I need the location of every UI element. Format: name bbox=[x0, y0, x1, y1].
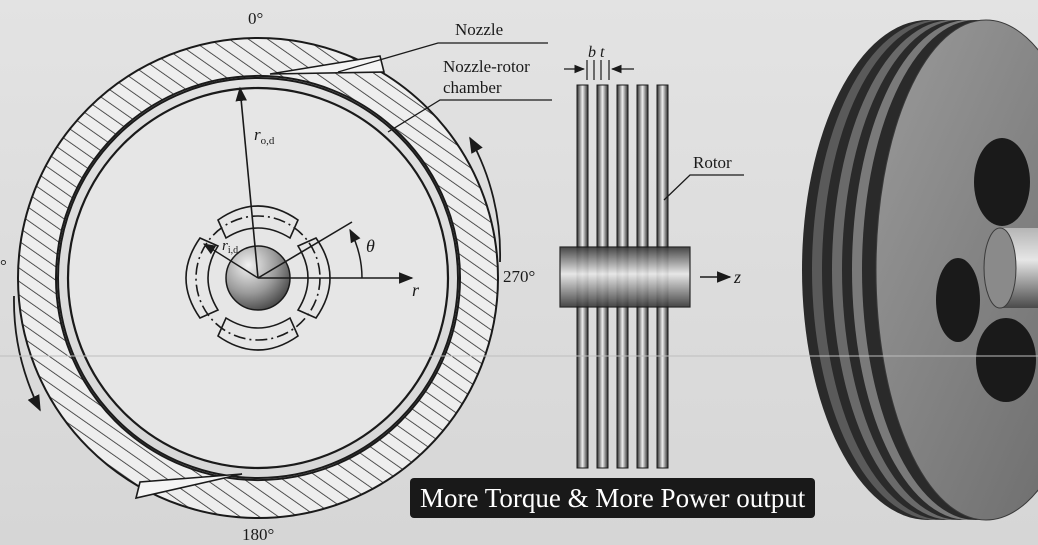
rotation-arrow-right bbox=[469, 136, 501, 263]
exhaust-port-left bbox=[936, 258, 980, 342]
nozzle-bottom bbox=[134, 473, 243, 500]
nozzle-top bbox=[269, 55, 386, 75]
video-caption: More Torque & More Power output bbox=[410, 478, 816, 518]
theta-arc bbox=[349, 228, 363, 279]
outer-radius-label: ro,d bbox=[254, 125, 275, 147]
nozzle-rotor-chamber-ring bbox=[57, 77, 459, 479]
exhaust-port-lower bbox=[976, 318, 1036, 402]
angle-180-label: 180° bbox=[242, 525, 274, 544]
cross-section-view: 0° 180° 270° ° Nozzle Nozzle-rotor chamb… bbox=[0, 9, 552, 544]
rotation-arrow-left bbox=[13, 295, 41, 412]
chamber-callout bbox=[387, 99, 552, 133]
rotor-callout bbox=[663, 174, 744, 201]
angle-90-fragment: ° bbox=[0, 256, 7, 275]
exhaust-port-upper bbox=[974, 138, 1030, 226]
angle-0-label: 0° bbox=[248, 9, 263, 28]
inner-radius-line bbox=[202, 243, 259, 279]
t-label: t bbox=[600, 44, 605, 61]
gap-dimension bbox=[564, 60, 634, 80]
theta-label: θ bbox=[366, 236, 375, 256]
rotor-side-view: z Rotor b t bbox=[559, 44, 744, 469]
inner-radius-label: ri,d bbox=[222, 238, 238, 256]
b-label: b bbox=[588, 44, 596, 61]
chamber-label-line2: chamber bbox=[443, 78, 502, 97]
rotor-label: Rotor bbox=[693, 153, 732, 172]
outer-radius-line bbox=[235, 86, 259, 279]
r-axis-label: r bbox=[412, 280, 420, 300]
nozzle-callout bbox=[337, 42, 548, 73]
angle-270-label: 270° bbox=[503, 267, 535, 286]
chamber-label-line1: Nozzle-rotor bbox=[443, 57, 530, 76]
theta-line bbox=[257, 221, 353, 279]
turbine-3d-render bbox=[802, 19, 1038, 521]
z-axis-label: z bbox=[733, 267, 741, 287]
nozzle-label: Nozzle bbox=[455, 20, 503, 39]
rotor-hub bbox=[559, 246, 691, 308]
